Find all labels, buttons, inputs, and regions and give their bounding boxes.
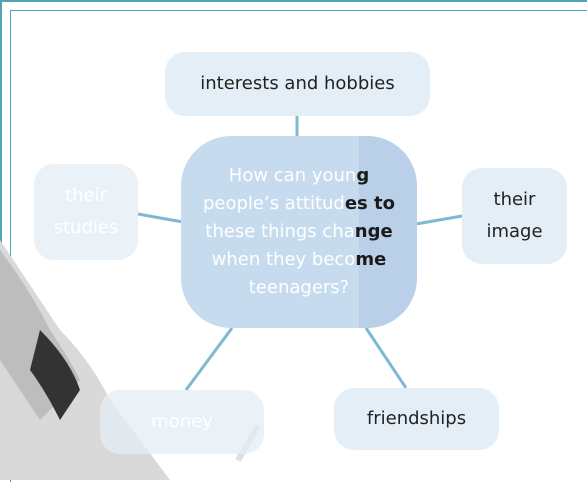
q-line-3-dark: nge — [354, 221, 393, 242]
q-line-3: these things change — [205, 221, 392, 242]
q-line-1-dark: g — [356, 165, 370, 186]
center-question: How can young people’s attitudes to thes… — [181, 136, 417, 328]
node-label-line1: their — [493, 189, 536, 210]
node-label: money — [151, 411, 213, 432]
node-label-line1: their — [65, 185, 107, 206]
node-friendships: friendships — [334, 388, 499, 450]
photo-sleeve — [30, 330, 80, 420]
q-line-2-dark: es to — [344, 193, 396, 214]
photo-arm — [0, 240, 170, 480]
q-line-4-dark: me — [355, 249, 387, 270]
q-line-2: people’s attitudes to — [203, 193, 395, 214]
node-label: their studies — [54, 180, 119, 244]
center-question-text: How can young people’s attitudes to thes… — [203, 162, 395, 302]
connector-left — [137, 212, 184, 224]
node-label: their image — [486, 184, 542, 248]
q-line-4: when they become — [212, 249, 387, 270]
node-their-image: their image — [462, 168, 567, 264]
node-label-line2: image — [486, 221, 543, 242]
node-label: friendships — [366, 408, 467, 429]
connector-right — [415, 214, 463, 226]
q-line-2-faded: people’s attitud — [202, 193, 345, 214]
q-line-5-faded: teenagers? — [248, 277, 350, 298]
node-label-line2: studies — [53, 217, 119, 238]
node-interests-and-hobbies: interests and hobbies — [165, 52, 430, 116]
q-line-1: How can young — [229, 165, 369, 186]
node-label: interests and hobbies — [200, 73, 395, 94]
connector-bottom-left — [184, 327, 234, 391]
q-line-4-faded: when they beco — [211, 249, 356, 270]
connector-bottom-right — [364, 327, 408, 389]
center-overlay — [359, 136, 417, 328]
q-line-3-faded: these things cha — [205, 221, 355, 242]
q-line-1-faded: How can youn — [228, 165, 357, 186]
node-money: money — [100, 390, 264, 454]
q-line-5: teenagers? — [249, 277, 349, 298]
node-their-studies: their studies — [34, 164, 138, 260]
